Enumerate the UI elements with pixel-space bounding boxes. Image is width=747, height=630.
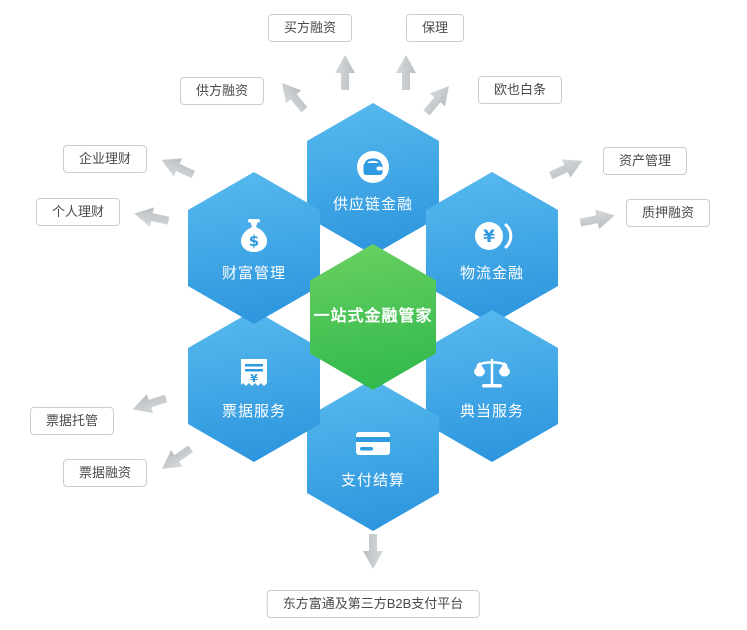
callout-pledge-financing: 质押融资 <box>625 199 711 227</box>
arrow-to-corporate-wealth <box>156 149 199 186</box>
hex-center-one-stop-manager: 一站式金融管家 <box>310 244 436 390</box>
hex-label-payment: 支付结算 <box>340 471 405 489</box>
hex-label-pawn: 典当服务 <box>459 402 524 420</box>
arrow-to-buyer-financing <box>333 54 357 90</box>
callout-corporate-wealth: 企业理财 <box>62 145 148 173</box>
callout-b2b-payment-platform: 东方富通及第三方B2B支付平台 <box>266 590 480 618</box>
hex-pawn-services: 典当服务 <box>426 310 558 462</box>
callout-asset-management: 资产管理 <box>602 147 688 175</box>
hex-bill-services: ¥ 票据服务 <box>188 310 320 462</box>
hex-wealth-management: $ 财富管理 <box>188 172 320 324</box>
callout-bill-financing: 票据融资 <box>62 459 148 487</box>
bank-card-icon <box>351 421 395 465</box>
balance-scale-icon <box>470 352 514 396</box>
hex-label-logistics: 物流金融 <box>459 264 524 282</box>
center-title: 一站式金融管家 <box>313 308 433 326</box>
callout-factoring: 保理 <box>405 14 465 42</box>
callout-ouye-baitiao: 欧也白条 <box>477 76 563 104</box>
arrow-to-bill-custody <box>128 387 170 421</box>
arrow-to-b2b-platform <box>361 534 385 570</box>
arrow-to-asset-management <box>546 150 589 187</box>
svg-text:¥: ¥ <box>250 372 258 385</box>
yen-coin-icon: ¥ <box>470 214 514 258</box>
svg-text:¥: ¥ <box>483 227 495 247</box>
callout-buyer-financing: 买方融资 <box>267 14 353 42</box>
arrow-to-personal-wealth <box>131 202 171 233</box>
hex-label-bills: 票据服务 <box>221 402 286 420</box>
arrow-to-factoring <box>394 54 418 90</box>
callout-supplier-financing: 供方融资 <box>179 77 265 105</box>
receipt-yen-icon: ¥ <box>232 352 276 396</box>
callout-bill-custody: 票据托管 <box>29 407 115 435</box>
arrow-to-supplier-financing <box>272 74 314 117</box>
purse-circle-icon <box>351 145 395 189</box>
svg-text:$: $ <box>249 232 259 250</box>
money-bag-icon: $ <box>232 214 276 258</box>
arrow-to-ouye-baitiao <box>417 77 459 120</box>
callout-personal-wealth: 个人理财 <box>35 198 121 226</box>
arrow-to-bill-financing <box>154 439 197 479</box>
arrow-to-pledge-financing <box>578 204 618 235</box>
hex-payment-settlement: 支付结算 <box>307 379 439 531</box>
hex-supply-chain-finance: 供应链金融 <box>307 103 439 255</box>
hex-logistics-finance: ¥ 物流金融 <box>426 172 558 324</box>
hex-label-wealth: 财富管理 <box>221 264 286 282</box>
hex-label-supply-chain: 供应链金融 <box>332 195 413 213</box>
